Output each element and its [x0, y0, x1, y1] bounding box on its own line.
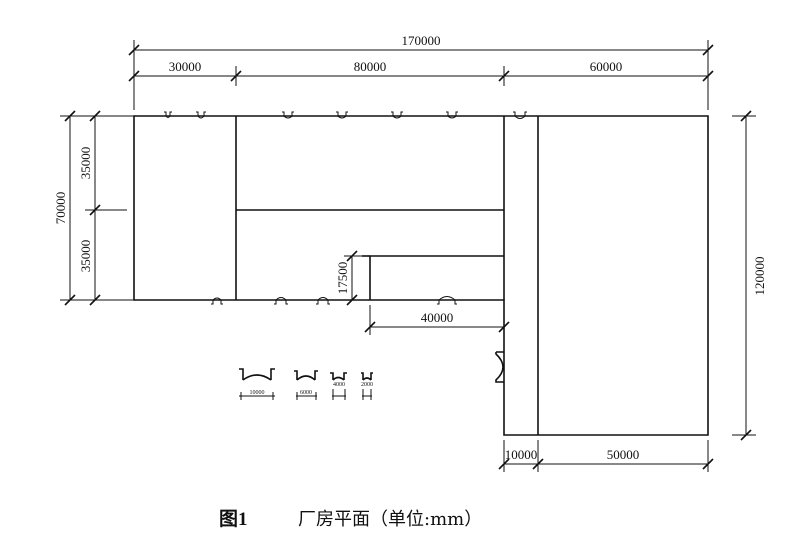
building-outline: [133, 115, 709, 436]
dim-notch-width: 40000: [421, 310, 454, 325]
door-legend: 10000 6000 4000 2000: [239, 368, 373, 400]
dim-total-width: 170000: [402, 33, 441, 48]
top-dimension-segments: 30000 80000 60000: [128, 59, 714, 86]
door-symbol: [391, 111, 403, 119]
dim-height-lower: 35000: [78, 240, 93, 273]
legend-label-6000: 6000: [300, 390, 312, 396]
side-wall-door: [495, 351, 504, 383]
figure-label: 图1: [219, 508, 248, 530]
door-symbol: [196, 111, 206, 119]
door-symbol: [164, 111, 172, 118]
figure-caption: 图1 厂房平面（单位:mm）: [219, 508, 482, 530]
bottom-dimension: 10000 50000: [498, 440, 714, 472]
dim-seg-middle: 80000: [354, 59, 387, 74]
right-dimension: 120000: [732, 110, 767, 441]
left-dimension-total: 70000: [53, 110, 134, 306]
top-dimension-total: 170000: [128, 33, 714, 110]
dim-seg-left: 30000: [169, 59, 202, 74]
legend-door-2000: 2000: [361, 372, 373, 400]
door-symbol: [316, 297, 330, 305]
door-symbol: [282, 111, 294, 119]
legend-door-6000: 6000: [294, 370, 318, 400]
legend-label-2000: 2000: [361, 382, 373, 388]
dim-bottom-small: 10000: [505, 447, 538, 462]
left-dimension-split: 35000 35000: [78, 110, 127, 306]
figure-title: 厂房平面（单位:mm）: [298, 509, 482, 530]
dim-seg-right: 60000: [590, 59, 623, 74]
top-wall-doors: [164, 111, 527, 119]
dim-height-total-left: 70000: [53, 192, 68, 225]
dim-height-right: 120000: [752, 257, 767, 296]
bottom-wall-doors: [211, 296, 457, 305]
door-symbol: [513, 111, 527, 119]
door-symbol: [495, 351, 504, 383]
door-symbol: [274, 297, 288, 305]
dim-bottom-large: 50000: [607, 447, 640, 462]
notch-width-dimension: 40000: [364, 305, 510, 335]
legend-door-10000: 10000: [239, 368, 275, 400]
door-symbol: [437, 296, 457, 305]
legend-door-4000: 4000: [330, 372, 347, 400]
door-symbol: [211, 297, 223, 305]
dim-notch-height: 17500: [335, 262, 350, 295]
legend-label-4000: 4000: [333, 382, 345, 388]
door-symbol: [336, 111, 348, 119]
notch-height-dimension: 17500: [335, 250, 362, 306]
legend-label-10000: 10000: [250, 390, 265, 396]
door-symbol: [446, 111, 458, 119]
dim-height-upper: 35000: [78, 147, 93, 180]
